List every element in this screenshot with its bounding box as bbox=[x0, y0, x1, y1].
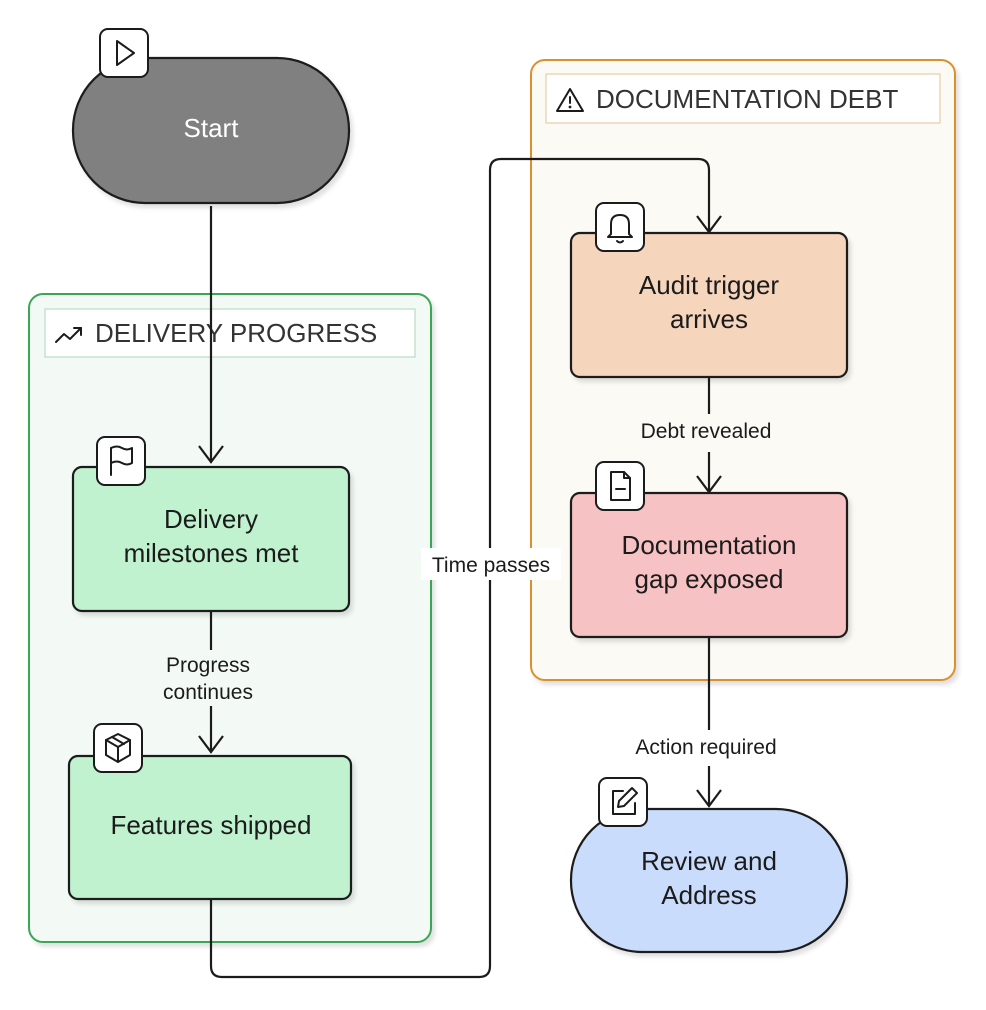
audit-trigger-label-line2: arrives bbox=[670, 304, 748, 334]
documentation-debt-title-box bbox=[545, 73, 941, 124]
edge-gap-to-review bbox=[696, 637, 722, 808]
edge-label-progress-continues-line1: Progress bbox=[166, 654, 250, 677]
bell-icon bbox=[595, 202, 645, 252]
start-node[interactable]: Start bbox=[71, 56, 351, 205]
delivery-milestones-label-line1: Delivery bbox=[164, 504, 258, 534]
delivery-progress-title-box bbox=[44, 308, 416, 358]
delivery-milestones-node[interactable]: Delivery milestones met bbox=[71, 465, 351, 613]
flag-icon bbox=[96, 436, 146, 486]
trending-up-icon bbox=[55, 327, 82, 343]
package-icon bbox=[93, 723, 143, 773]
delivery-progress-title: DELIVERY PROGRESS bbox=[95, 318, 377, 348]
edge-label-time-passes: Time passes bbox=[432, 554, 550, 577]
documentation-gap-label-line1: Documentation bbox=[622, 530, 797, 560]
edge-label-time-passes-bg bbox=[421, 548, 561, 580]
file-icon bbox=[595, 461, 645, 511]
review-address-label-line1: Review and bbox=[641, 846, 777, 876]
warning-triangle-icon bbox=[556, 88, 584, 112]
documentation-gap-node[interactable]: Documentation gap exposed bbox=[569, 491, 849, 639]
edge-label-debt-revealed: Debt revealed bbox=[641, 420, 772, 443]
edge-label-progress-continues-line2: continues bbox=[163, 681, 253, 704]
documentation-gap-label-line2: gap exposed bbox=[635, 564, 784, 594]
documentation-debt-title: DOCUMENTATION DEBT bbox=[596, 84, 898, 114]
edge-start-to-delivery bbox=[198, 206, 224, 464]
features-shipped-node[interactable]: Features shipped bbox=[67, 754, 353, 901]
review-address-label-line2: Address bbox=[661, 880, 756, 910]
edit-icon bbox=[598, 777, 648, 827]
audit-trigger-label-line1: Audit trigger bbox=[639, 270, 780, 300]
audit-trigger-node[interactable]: Audit trigger arrives bbox=[569, 231, 849, 379]
edge-label-action-required: Action required bbox=[635, 736, 776, 759]
features-shipped-label: Features shipped bbox=[111, 810, 312, 840]
edge-delivery-to-features bbox=[198, 611, 224, 754]
play-icon bbox=[99, 28, 149, 78]
review-address-node[interactable]: Review and Address bbox=[569, 807, 849, 954]
start-node-label: Start bbox=[184, 113, 240, 143]
delivery-milestones-label-line2: milestones met bbox=[124, 538, 300, 568]
